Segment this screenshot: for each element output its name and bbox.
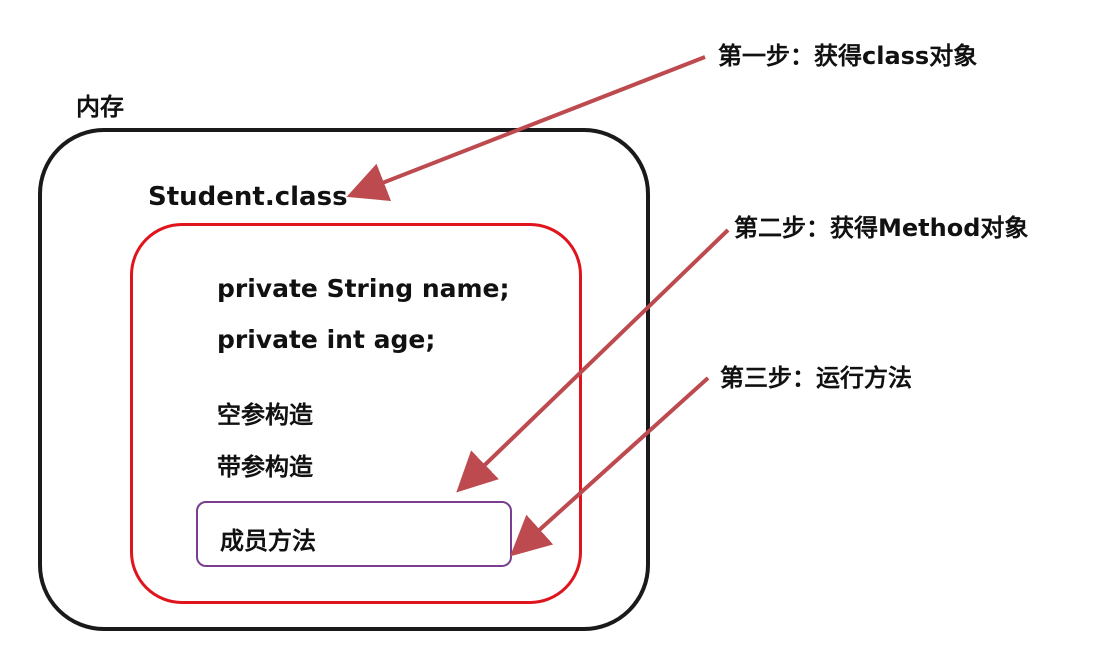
memory-label: 内存 [76,93,124,121]
step-1-arrow [346,55,706,201]
constructor-with-args: 带参构造 [217,453,313,481]
step-2-label: 第二步：获得Method对象 [734,214,1029,242]
step-2-arrow [456,228,730,493]
field-name: private String name; [217,274,510,303]
memory-box [38,128,650,631]
constructor-no-arg: 空参构造 [217,401,313,429]
field-age: private int age; [217,325,436,354]
method-label: 成员方法 [220,527,316,555]
class-label: Student.class [148,182,348,212]
class-object-box [130,223,582,604]
step-1-label: 第一步：获得class对象 [718,42,978,70]
step-3-arrow [510,376,710,557]
step-3-label: 第三步：运行方法 [720,364,912,392]
